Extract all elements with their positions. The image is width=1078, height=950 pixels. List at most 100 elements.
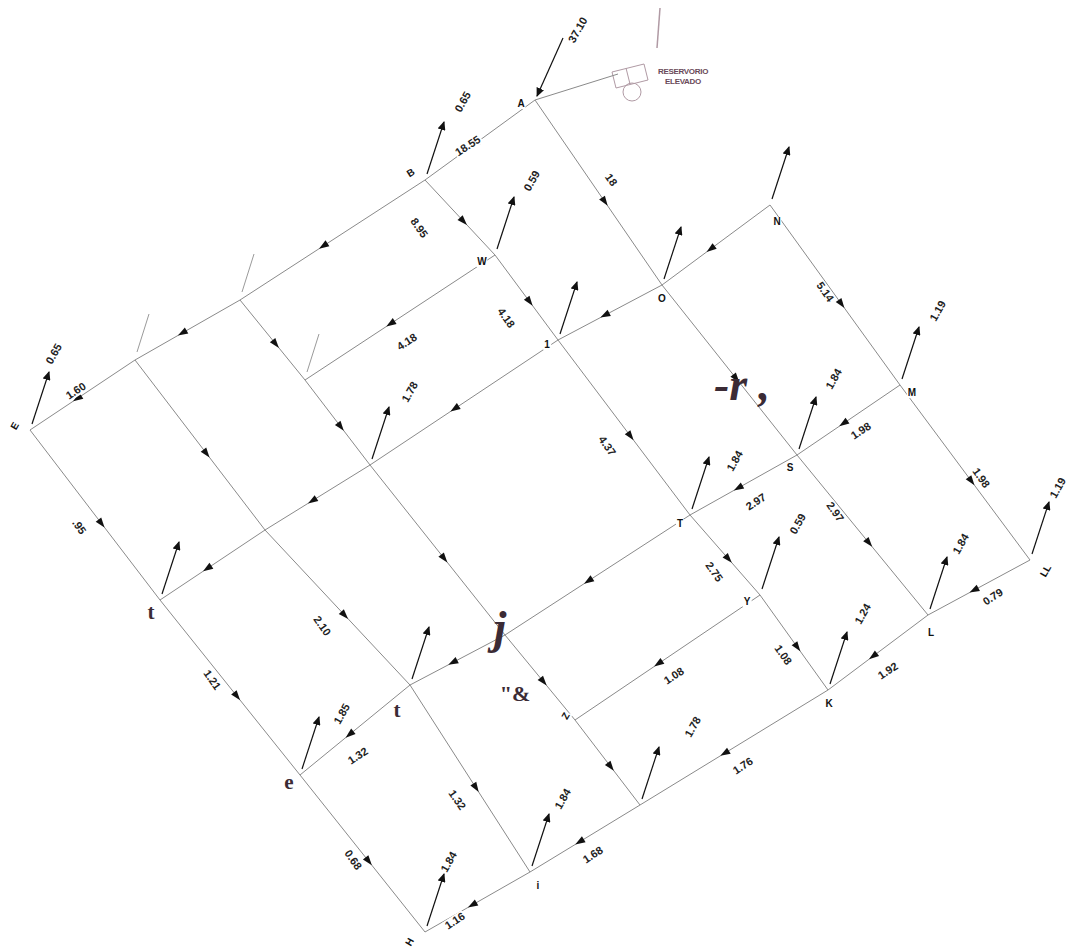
- flow-value: 1.21: [201, 667, 223, 692]
- flow-arrow: [836, 298, 848, 310]
- node-letter: A: [516, 99, 525, 109]
- flow-arrow: [652, 658, 664, 669]
- pipe-line: [305, 255, 495, 380]
- flow-arrow: [719, 748, 731, 759]
- demand-arrow: [664, 227, 681, 279]
- flow-value: 1.92: [875, 660, 901, 682]
- flow-arrow: [466, 899, 478, 910]
- supply-arrow: [537, 38, 563, 96]
- pipe-line: [305, 380, 370, 465]
- node-letter: 1: [543, 340, 551, 350]
- flow-value: 0.65: [43, 341, 64, 367]
- pipe-line: [300, 685, 410, 775]
- node-letter: Y: [743, 597, 752, 607]
- pipe-line: [535, 74, 618, 100]
- pipe-line: [797, 455, 928, 615]
- flow-value: 0.65: [452, 89, 473, 115]
- pipe-line: [505, 515, 690, 635]
- flow-value: 5.14: [814, 279, 836, 304]
- flow-value: 1.78: [682, 714, 703, 740]
- node-letter: t: [393, 700, 402, 721]
- demand-arrow: [560, 282, 577, 334]
- flow-value: 1.19: [927, 298, 948, 324]
- flow-arrow: [363, 855, 375, 867]
- stray-mark: -r ,: [713, 362, 771, 408]
- flow-arrow: [448, 403, 460, 414]
- pipe-line: [662, 205, 770, 285]
- flow-value: 1.84: [552, 786, 573, 812]
- pipe-line: [575, 720, 640, 805]
- flow-value: 2.75: [703, 559, 725, 584]
- flow-arrow: [458, 215, 470, 227]
- flow-value: 1.84: [724, 448, 745, 474]
- pipe-line: [425, 872, 530, 932]
- flow-arrow: [582, 575, 594, 586]
- demand-arrow: [692, 457, 709, 509]
- flow-value: 2.97: [824, 499, 846, 524]
- node-letter: T: [676, 519, 684, 529]
- reservoir-leg: [626, 68, 630, 84]
- reservoir-mark: [657, 8, 660, 48]
- demand-arrow: [532, 814, 549, 866]
- flow-arrow: [384, 318, 396, 329]
- node-letter: e: [283, 772, 294, 793]
- pipe-line: [370, 340, 558, 465]
- demand-arrow: [830, 632, 847, 684]
- flow-arrow: [96, 517, 108, 529]
- flow-value: 2.97: [743, 491, 769, 513]
- flow-arrow: [343, 729, 355, 741]
- flow-arrow: [863, 537, 875, 549]
- pipe-line: [558, 340, 690, 515]
- node-letter: t: [147, 602, 156, 623]
- pipe-line: [240, 300, 305, 380]
- pipe-line: [495, 255, 558, 340]
- flow-arrow: [625, 430, 637, 442]
- flow-value: 1.19: [1047, 475, 1068, 501]
- flow-value: 1.76: [730, 755, 756, 777]
- flow-arrow: [599, 196, 610, 208]
- node-letter: M: [907, 388, 917, 398]
- node-letter: Z: [560, 710, 573, 722]
- demand-arrow: [772, 147, 789, 199]
- pipe-line: [505, 635, 575, 720]
- flow-arrow: [176, 327, 188, 338]
- flow-arrow: [335, 421, 347, 433]
- flow-arrow: [306, 495, 318, 506]
- flow-arrow: [538, 676, 550, 688]
- flow-arrow: [201, 563, 213, 574]
- demand-arrow: [497, 197, 514, 249]
- pipe-line: [240, 180, 425, 300]
- flow-arrow: [201, 447, 213, 459]
- flow-arrow: [723, 553, 735, 565]
- flow-value: 1.98: [970, 465, 992, 490]
- demand-arrow: [930, 557, 947, 609]
- flow-value: 1.84: [950, 531, 971, 557]
- flow-arrow: [968, 585, 980, 596]
- flow-value: 1.16: [442, 910, 468, 932]
- demand-arrow: [32, 372, 49, 424]
- flow-value: 1.84: [438, 849, 459, 875]
- demand-arrow: [162, 542, 179, 594]
- node-letter: B: [404, 166, 417, 179]
- flow-value: 2.10: [311, 613, 333, 638]
- flow-value: 1.32: [345, 745, 371, 767]
- flow-value: 0.79: [980, 586, 1006, 608]
- demand-arrow: [902, 327, 919, 379]
- flow-value: 1.85: [331, 701, 352, 727]
- flow-arrow: [524, 296, 536, 308]
- flow-value: 18: [602, 171, 619, 189]
- pipe-line: [160, 600, 300, 775]
- pipe-line: [135, 300, 240, 360]
- node-letter: N: [772, 217, 781, 227]
- flow-value: 37.10: [566, 14, 590, 45]
- flow-value: .95: [70, 517, 89, 537]
- flow-arrow: [605, 761, 617, 773]
- flow-arrow: [837, 418, 849, 429]
- reservoir-symbol: [612, 8, 660, 101]
- flow-value: 8.95: [408, 215, 430, 240]
- demand-arrow: [799, 397, 816, 449]
- reservoir-label: RESERVORIO: [657, 68, 709, 76]
- pipe-line: [135, 360, 265, 530]
